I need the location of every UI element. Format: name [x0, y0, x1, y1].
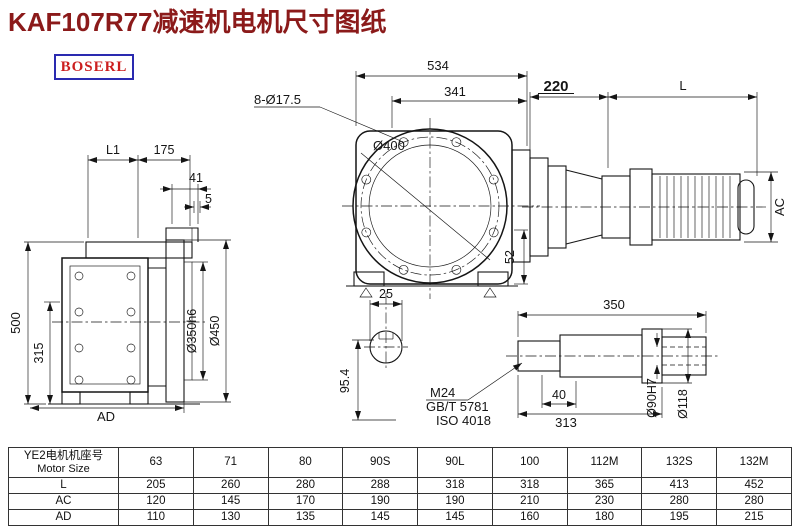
bolt-hole [398, 264, 409, 275]
side-view [48, 227, 205, 405]
table-header-frame: 112M [566, 447, 643, 478]
table-cell: 145 [192, 493, 269, 510]
table-header-frame: 100 [491, 447, 568, 478]
bolt-hole [74, 307, 84, 317]
dim-52: 52 [503, 250, 517, 264]
dim-L: L [679, 78, 686, 93]
table-cell: 160 [491, 509, 568, 526]
output-flange [165, 239, 185, 403]
dim-AD: AD [97, 409, 115, 424]
bolt-hole [126, 343, 136, 353]
row-label-L: L [8, 477, 119, 494]
technical-drawing: 534 341 8-Ø17.5 Ø400 52 [8, 58, 787, 430]
bolt-hole [488, 227, 499, 238]
table-cell: 190 [417, 493, 493, 510]
dim-315: 315 [32, 343, 46, 364]
table-cell: 288 [342, 477, 419, 494]
bolt-hole [361, 227, 372, 238]
table-cell: 260 [192, 477, 269, 494]
table-cell: 110 [118, 509, 194, 526]
table-header-frame: 132M [716, 447, 792, 478]
motor-side-view [522, 157, 766, 257]
table-header-motor-size: YE2电机机座号 Motor Size [8, 447, 119, 478]
dim-450: Ø450 [208, 316, 222, 347]
side-view-dimensions: L1 175 41 5 500 315 AD Ø3 [8, 143, 231, 424]
table-cell: 452 [716, 477, 792, 494]
dim-5: 5 [205, 192, 212, 206]
bolt-hole [451, 137, 462, 148]
table-header-frame: 90S [342, 447, 419, 478]
table-cell: 365 [566, 477, 643, 494]
motor-size-table: YE2电机机座号 Motor Size 63 71 80 90S 90L 100… [8, 447, 792, 526]
table-cell: 280 [716, 493, 792, 510]
dim-L1: L1 [106, 143, 120, 157]
dim-313: 313 [555, 415, 577, 430]
boserl-logo: BOSERL [54, 54, 134, 80]
table-header-frame: 132S [641, 447, 718, 478]
table-cell: 145 [417, 509, 493, 526]
bolt-hole [74, 343, 84, 353]
dim-175: 175 [154, 143, 175, 157]
table-cell: 145 [342, 509, 419, 526]
dim-350: 350 [603, 297, 625, 312]
table-cell: 180 [566, 509, 643, 526]
table-header-frame: 63 [118, 447, 194, 478]
dim-AC: AC [772, 198, 787, 216]
bolt-hole [451, 264, 462, 275]
motor-dimensions: 220 L AC [529, 78, 787, 243]
table-cell: 170 [267, 493, 344, 510]
bolt-hole [74, 271, 84, 281]
front-view [342, 118, 540, 299]
dim-341: 341 [444, 84, 466, 99]
bolt-hole [126, 307, 136, 317]
row-label-AC: AC [8, 493, 119, 510]
shaft-section-view: 25 95.4 [338, 287, 408, 421]
thread-callout: M24 GB/T 5781 ISO 4018 [426, 362, 523, 428]
front-view-dimensions: 534 341 8-Ø17.5 Ø400 52 [254, 58, 528, 285]
dim-500: 500 [8, 312, 23, 334]
dim-220: 220 [543, 78, 568, 95]
dim-40: 40 [552, 388, 566, 402]
motor-size-label-cn: YE2电机机座号 [23, 449, 104, 462]
table-cell: 413 [641, 477, 718, 494]
table-cell: 120 [118, 493, 194, 510]
table-header-frame: 71 [192, 447, 269, 478]
table-cell: 215 [716, 509, 792, 526]
bolt-hole [488, 174, 499, 185]
table-header-frame: 90L [417, 447, 493, 478]
table-cell: 130 [192, 509, 269, 526]
table-header-frame: 80 [267, 447, 344, 478]
shaft-detail-view: 350 40 313 Ø90H7 Ø118 [506, 297, 718, 430]
dim-118: Ø118 [676, 389, 690, 419]
thread-label-gbt: GB/T 5781 [426, 399, 489, 414]
bolt-hole [126, 271, 136, 281]
table-cell: 135 [267, 509, 344, 526]
thread-label-m24: M24 [430, 385, 455, 400]
table-cell: 318 [417, 477, 493, 494]
dim-534: 534 [427, 58, 449, 73]
dim-95-4: 95.4 [338, 369, 352, 393]
bolt-hole [398, 137, 409, 148]
page-title: KAF107R77减速机电机尺寸图纸 [8, 7, 387, 37]
table-cell: 280 [641, 493, 718, 510]
dim-41: 41 [189, 171, 203, 185]
table-cell: 230 [566, 493, 643, 510]
bolt-hole [361, 174, 372, 185]
motor-size-label-en: Motor Size [37, 462, 90, 475]
dim-400: Ø400 [373, 138, 405, 153]
dim-25: 25 [379, 287, 393, 301]
thread-label-iso: ISO 4018 [436, 413, 491, 428]
table-cell: 195 [641, 509, 718, 526]
table-cell: 280 [267, 477, 344, 494]
table-cell: 190 [342, 493, 419, 510]
bolt-hole [126, 375, 136, 385]
bolt-callout: 8-Ø17.5 [254, 92, 301, 107]
table-cell: 318 [491, 477, 568, 494]
dim-90h7: Ø90H7 [645, 378, 659, 418]
bolt-hole [74, 375, 84, 385]
table-cell: 210 [491, 493, 568, 510]
row-label-AD: AD [8, 509, 119, 526]
table-cell: 205 [118, 477, 194, 494]
dim-350h6: Ø350h6 [185, 309, 199, 354]
